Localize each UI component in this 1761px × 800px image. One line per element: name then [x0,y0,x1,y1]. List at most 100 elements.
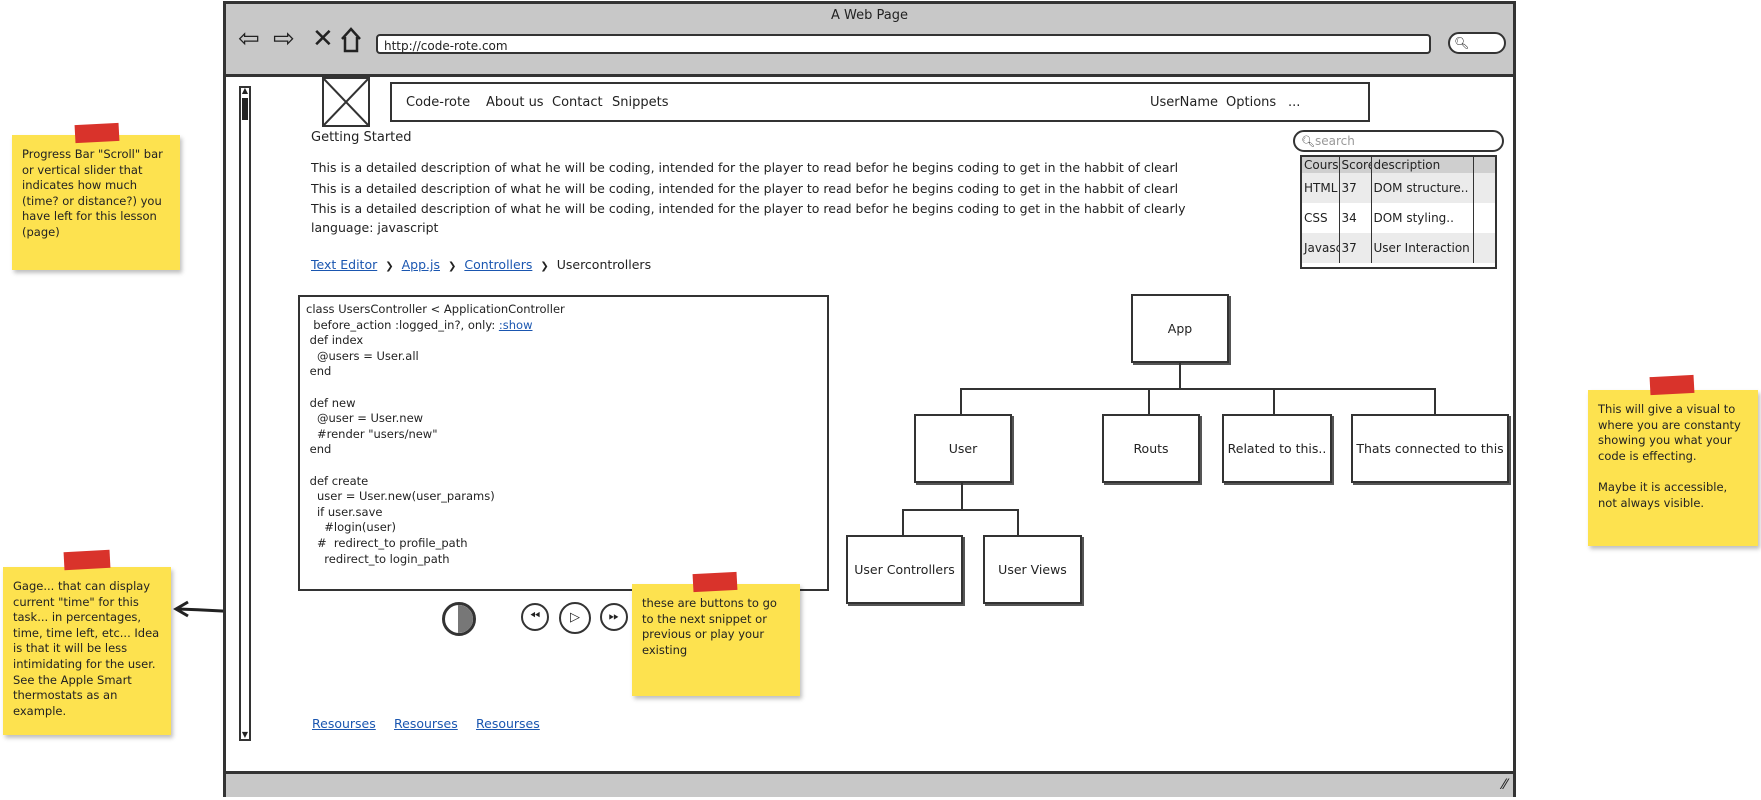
chevron-right-icon: ❯ [385,261,394,272]
breadcrumb: Text Editor ❯ App.js ❯ Controllers ❯ Use… [311,257,651,272]
vertical-scrollbar[interactable]: ▲ ▼ [239,86,251,741]
resources-link[interactable]: Resourses [312,716,376,731]
tree-connector [960,388,962,415]
column-header[interactable]: description [1371,157,1474,173]
table-cell-empty [1473,203,1495,233]
browser-window: A Web Page ⇦ ⇨ ✕ http://code-rote.com 🔍︎… [223,1,1516,797]
logo-placeholder [322,77,370,127]
tree-connector [960,388,1436,390]
search-icon: 🔍︎ [1301,135,1315,148]
table-cell: 37 [1339,173,1372,203]
breadcrumb-link-controllers[interactable]: Controllers [464,257,533,272]
nav-link-options[interactable]: Options [1226,95,1277,110]
sticky-note-text: Gage... that can display current "time" … [13,579,160,718]
table-cell: DOM styling.. [1371,203,1474,233]
code-link-show[interactable]: :show [498,317,533,332]
resources-link[interactable]: Resourses [476,716,540,731]
resources-link[interactable]: Resourses [394,716,458,731]
table-row[interactable]: HTML 37 DOM structure.. [1302,173,1495,203]
forward-arrow-icon[interactable]: ⇨ [273,24,295,54]
next-snippet-button[interactable]: ⏩︎ [600,603,628,631]
back-arrow-icon[interactable]: ⇦ [238,24,260,54]
gauge-fill [458,605,473,633]
tape-decoration [63,549,111,571]
image-placeholder-icon [323,78,369,126]
sticky-note-progress-bar: Progress Bar "Scroll" bar or vertical sl… [12,135,180,270]
search-input[interactable]: 🔍︎ search [1293,130,1504,152]
table-cell: 34 [1339,203,1372,233]
code-content: class UsersController < ApplicationContr… [306,302,821,567]
column-header-empty [1473,157,1495,173]
breadcrumb-current: Usercontrollers [556,257,652,272]
stop-icon[interactable]: ✕ [312,24,334,54]
table-header-row: Course Score description [1302,157,1495,173]
tree-node-connected[interactable]: Thats connected to this [1351,414,1509,483]
nav-link-username[interactable]: UserName [1150,95,1218,110]
nav-link-about-us[interactable]: About us [486,95,544,110]
description-line: This is a detailed description of what h… [311,201,1186,216]
column-header[interactable]: Course [1302,157,1340,173]
tree-node-user-controllers[interactable]: User Controllers [846,535,963,604]
table-cell: HTML [1302,173,1340,203]
table-row[interactable]: CSS 34 DOM styling.. [1302,203,1495,233]
code-line: before_action :logged_in?, only: [306,317,499,332]
tree-node-routs[interactable]: Routs [1102,414,1200,483]
fast-forward-icon: ⏩︎ [608,609,620,624]
tape-decoration [74,122,120,144]
tree-connector [1017,509,1019,536]
tape-decoration [1649,374,1695,396]
sticky-note-text: This will give a visual to where you are… [1598,402,1741,463]
search-icon: 🔍︎ [1454,36,1470,50]
sticky-note-text: Progress Bar "Scroll" bar or vertical sl… [22,147,163,239]
page-title: Getting Started [311,130,412,145]
play-icon: ▷ [570,610,580,625]
browser-search-box[interactable]: 🔍︎ [1448,32,1506,54]
tree-connector [961,483,963,510]
browser-chrome: A Web Page ⇦ ⇨ ✕ http://code-rote.com 🔍︎ [226,4,1513,77]
resize-grip-icon[interactable]: ⁄⁄ [1502,777,1507,793]
code-body: def index @users = User.all end def new … [309,333,495,566]
scroll-up-icon[interactable]: ▲ [241,86,249,95]
tree-node-user-views[interactable]: User Views [983,535,1082,604]
sticky-note-gage: Gage... that can display current "time" … [3,567,171,735]
breadcrumb-link-text-editor[interactable]: Text Editor [311,257,378,272]
code-editor[interactable]: class UsersController < ApplicationContr… [298,295,829,591]
tree-connector [1148,388,1150,415]
chevron-right-icon: ❯ [447,261,457,272]
tree-connector [1179,363,1181,389]
play-button[interactable]: ▷ [559,602,591,634]
code-line: class UsersController < ApplicationContr… [306,302,565,316]
table-cell: CSS [1302,203,1340,233]
browser-status-bar: ⁄⁄ [226,771,1513,797]
language-label: language: javascript [311,220,439,235]
sticky-note-buttons: these are buttons to go to the next snip… [632,584,800,696]
scroll-thumb[interactable] [242,98,248,120]
description-line: This is a detailed description of what h… [311,160,1179,175]
home-icon[interactable] [339,26,363,54]
tree-connector [902,509,1019,511]
table-cell: User Interaction [1371,233,1474,263]
table-row[interactable]: Javascript 37 User Interaction [1302,233,1495,263]
nav-link-snippets[interactable]: Snippets [612,95,669,110]
nav-link-code-rote[interactable]: Code-rote [406,95,471,110]
table-cell-empty [1473,233,1495,263]
tree-node-related[interactable]: Related to this.. [1222,414,1332,483]
scroll-down-icon[interactable]: ▼ [241,730,249,739]
sticky-note-text: these are buttons to go to the next snip… [642,596,777,657]
column-header[interactable]: Score [1339,157,1372,173]
table-cell-empty [1473,173,1495,203]
url-bar[interactable]: http://code-rote.com [376,34,1431,54]
search-placeholder: search [1315,134,1355,148]
table-cell: 37 [1339,233,1372,263]
chevron-right-icon: ❯ [540,261,549,272]
breadcrumb-link-app-js[interactable]: App.js [401,257,440,272]
tree-node-user[interactable]: User [914,414,1012,483]
top-navigation: Code-rote About us Contact Snippets User… [390,82,1370,122]
tree-node-app[interactable]: App [1131,294,1229,363]
table-cell: Javascript [1302,233,1340,263]
nav-link-more[interactable]: ... [1288,95,1301,110]
previous-snippet-button[interactable]: ⏪︎ [521,603,549,631]
course-table: Course Score description HTML 37 DOM str… [1300,155,1497,269]
sticky-note-visual: This will give a visual to where you are… [1588,390,1758,546]
nav-link-contact[interactable]: Contact [552,95,603,110]
